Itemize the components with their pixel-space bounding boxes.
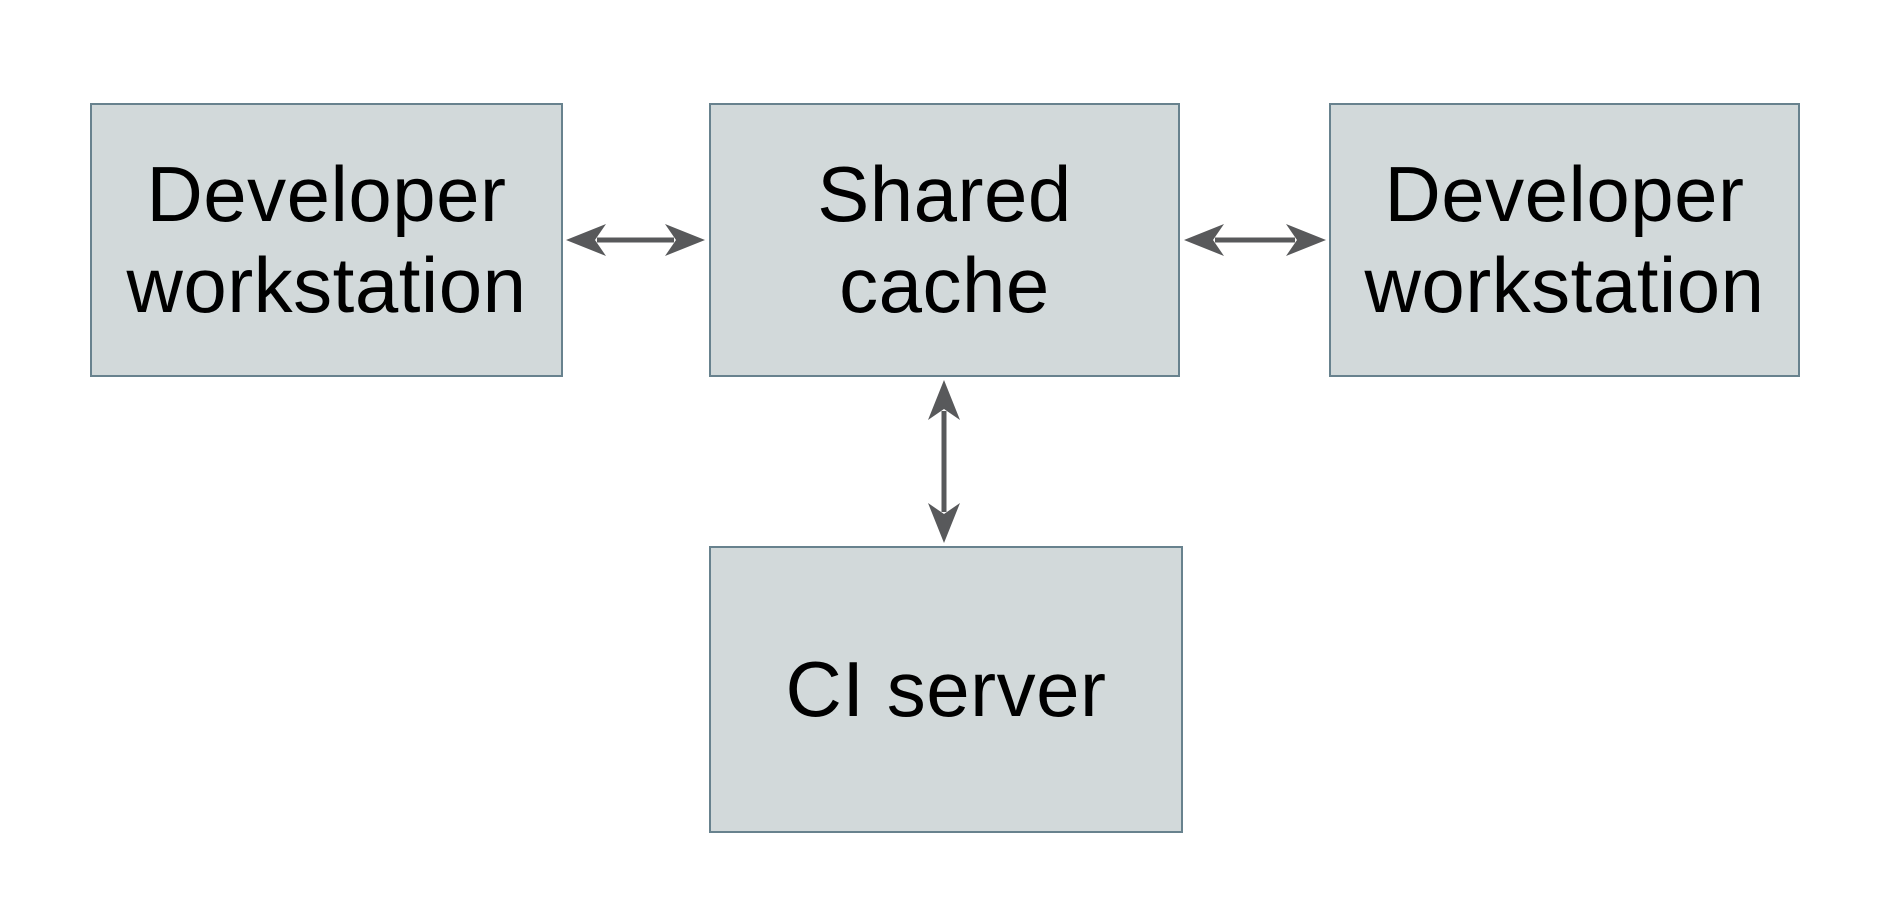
node-label-shared-cache: Shared cache — [817, 149, 1072, 329]
arrowhead-up-icon — [928, 380, 960, 420]
edge-left-workstation-shared-cache — [566, 224, 705, 256]
node-label-ci-server: CI server — [785, 644, 1107, 733]
node-shared-cache: Shared cache — [709, 103, 1180, 377]
arrowhead-down-icon — [928, 503, 960, 543]
node-developer-workstation-right: Developer workstation — [1329, 103, 1800, 377]
arrowhead-left-icon — [566, 224, 606, 256]
arrowhead-right-icon — [1286, 224, 1326, 256]
arrowhead-left-icon — [1184, 224, 1224, 256]
node-label-developer-workstation-left: Developer workstation — [126, 149, 527, 329]
node-developer-workstation-left: Developer workstation — [90, 103, 563, 377]
edge-shared-cache-right-workstation — [1184, 224, 1326, 256]
arrowhead-right-icon — [665, 224, 705, 256]
node-ci-server: CI server — [709, 546, 1183, 833]
node-label-developer-workstation-right: Developer workstation — [1364, 149, 1765, 329]
edge-shared-cache-ci-server — [928, 380, 960, 543]
